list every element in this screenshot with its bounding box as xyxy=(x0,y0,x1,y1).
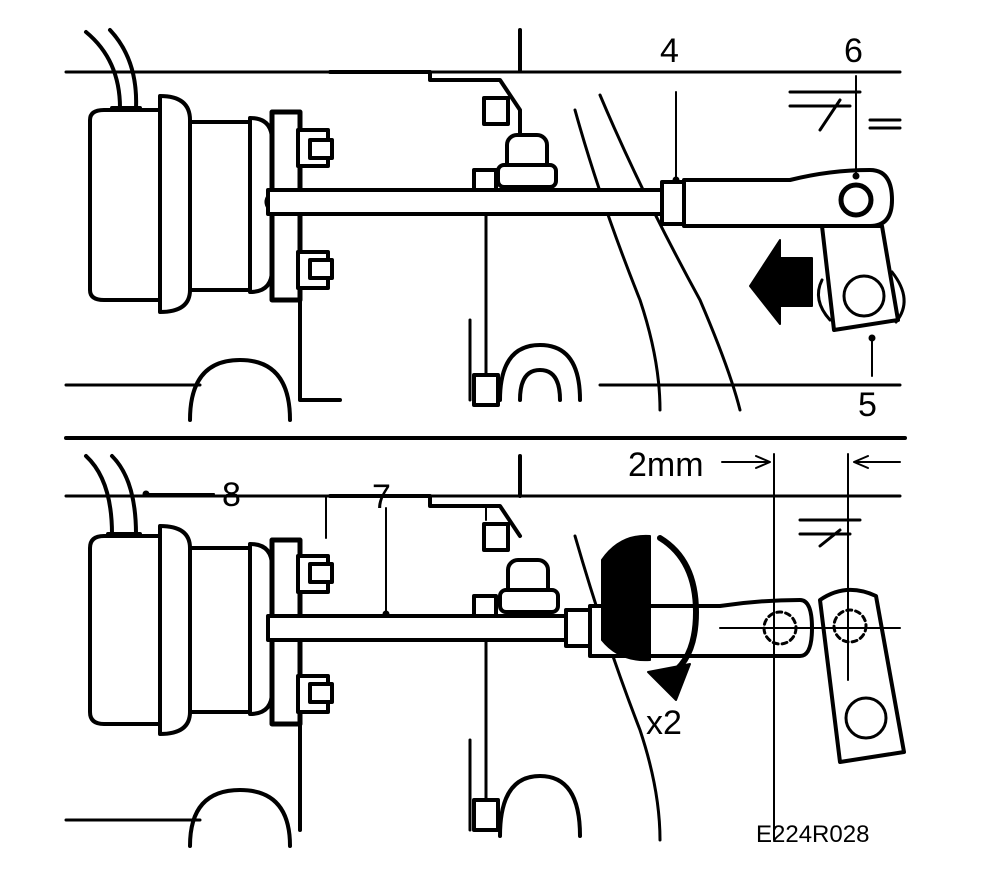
flange-bolt-upper-bottom xyxy=(296,554,334,594)
top-panel: 4 6 5 xyxy=(64,28,906,424)
callout-6: 6 xyxy=(844,32,863,70)
callout-7: 7 xyxy=(372,478,391,516)
left-arrow-icon xyxy=(749,239,813,325)
turns-label: x2 xyxy=(646,704,682,742)
flange-bolt-lower xyxy=(296,250,334,290)
callout-8: 8 xyxy=(222,476,241,514)
gap-measurement xyxy=(721,453,901,841)
filler-plug-bottom xyxy=(498,558,560,614)
callout-4: 4 xyxy=(660,32,679,70)
selector-arm-bottom xyxy=(818,588,906,764)
flange-bolt-upper xyxy=(296,128,334,168)
filler-plug xyxy=(496,133,558,189)
callout-5: 5 xyxy=(858,386,877,424)
bottom-panel: 8 7 2mm x2 E224R028 xyxy=(64,446,906,848)
gap-label: 2mm xyxy=(628,446,704,484)
rotate-arrow-icon xyxy=(601,534,699,701)
gear-cable-top xyxy=(264,168,894,228)
flange-bolt-lower-bottom xyxy=(296,674,334,714)
selector-arm-top xyxy=(816,224,906,332)
figure-reference: E224R028 xyxy=(756,821,869,848)
